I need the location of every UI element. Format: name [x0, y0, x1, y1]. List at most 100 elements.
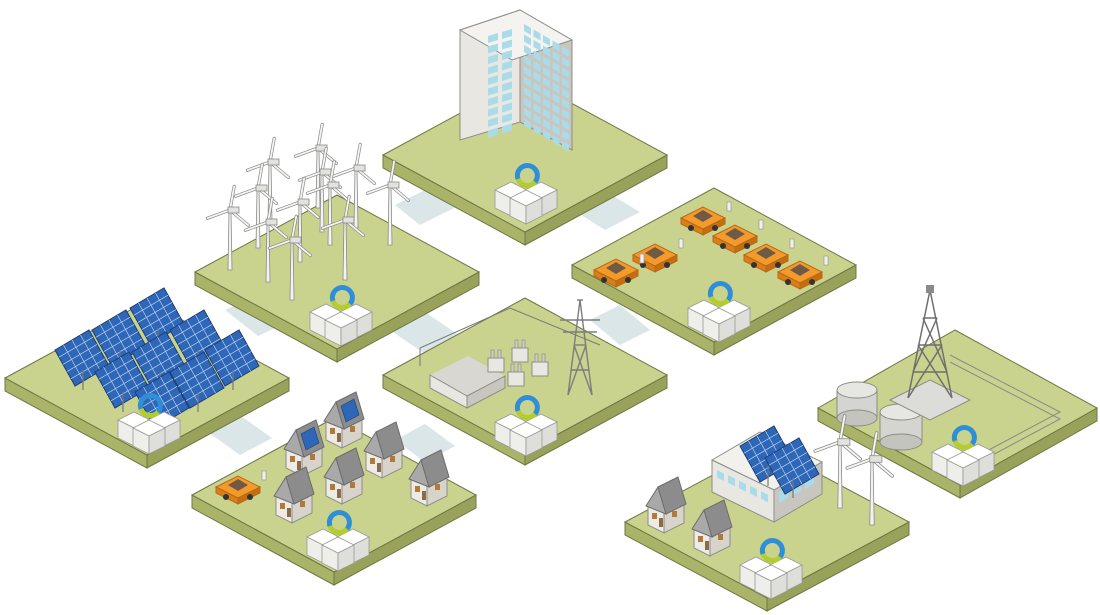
house-icon [645, 476, 687, 534]
window-pane [739, 480, 746, 492]
fence-icon [949, 354, 1062, 460]
solar-panel-icon [94, 351, 150, 412]
tile-commercial-building [381, 77, 669, 246]
window-pane [552, 135, 560, 146]
window-pane [717, 470, 724, 481]
transformer-icon [511, 339, 529, 363]
energy-storage-icon [309, 285, 373, 347]
window-pane [761, 491, 768, 503]
window-pane [533, 124, 541, 135]
wind-turbine-icon [243, 196, 288, 283]
connector-ev-substation [590, 305, 650, 345]
window-pane [524, 55, 531, 67]
window-pane [562, 119, 569, 131]
wind-turbine-icon [813, 414, 862, 509]
window-pane [543, 35, 550, 46]
window-pane [533, 113, 541, 125]
microgrid-house-group [645, 476, 733, 557]
wind-turbine-icon [845, 431, 894, 526]
electric-car-icon [776, 255, 829, 290]
storage-tank-icon [836, 381, 923, 451]
house-group [214, 391, 450, 524]
factory-building-icon [710, 425, 824, 523]
window-pane [502, 50, 512, 60]
window-pane [552, 124, 560, 136]
window-pane [562, 67, 569, 78]
transformer-icon [487, 349, 505, 373]
energy-storage-icon [494, 395, 558, 457]
window-pane [502, 102, 512, 113]
window-pane [552, 93, 560, 104]
tile-wind-farm [193, 194, 481, 363]
window-pane [552, 114, 560, 125]
window-pane [533, 92, 541, 104]
drilling-rig-icon [888, 285, 972, 421]
energy-storage-icon [931, 425, 995, 487]
window-pane [543, 45, 550, 57]
storage-ring-logo-icon [514, 163, 540, 188]
storage-ring-logo-icon [514, 395, 540, 420]
energy-storage-icon [306, 510, 370, 572]
window-pane [533, 29, 541, 41]
window-pane [728, 475, 735, 487]
wind-turbine-icon [205, 184, 250, 271]
window-pane [533, 71, 541, 83]
storage-ring-logo-icon [326, 510, 352, 535]
window-pane [524, 24, 531, 35]
house-icon [323, 391, 365, 449]
electric-car-icon [711, 219, 764, 254]
window-pane [562, 56, 569, 68]
tile-industrial-site [816, 329, 1099, 499]
window-pane [524, 76, 531, 88]
window-pane [488, 43, 498, 54]
window-pane [543, 98, 550, 109]
window-pane [502, 71, 512, 81]
storage-ring-logo-icon [329, 285, 355, 310]
wind-turbine-icon [275, 176, 320, 263]
window-pane [524, 45, 531, 56]
electric-car-icon [631, 238, 684, 273]
window-pane [543, 66, 550, 78]
window-pane [750, 485, 757, 497]
window-pane [543, 77, 550, 88]
window-pane [524, 66, 531, 77]
energy-storage-icon [687, 281, 751, 343]
window-pane [552, 103, 560, 115]
wind-turbine-icon [365, 159, 410, 246]
window-pane [488, 64, 498, 75]
window-pane [533, 40, 541, 51]
solar-panel-group [54, 287, 260, 432]
window-pane [562, 140, 569, 152]
electric-car-icon [679, 201, 732, 236]
window-pane [488, 96, 498, 106]
window-pane [524, 97, 531, 109]
window-pane [524, 34, 531, 46]
window-pane [488, 127, 498, 138]
substation-icon [419, 307, 601, 409]
office-tower-icon [458, 9, 574, 152]
window-pane [502, 29, 512, 39]
house-icon [691, 499, 733, 557]
window-pane [562, 98, 569, 110]
window-pane [562, 77, 569, 89]
window-pane [562, 109, 569, 120]
wind-turbine-icon [267, 214, 312, 301]
window-pane [488, 85, 498, 96]
electric-car-icon [742, 238, 795, 273]
window-pane [488, 75, 498, 85]
window-pane [502, 60, 512, 71]
house-icon [408, 449, 450, 507]
window-pane [524, 108, 531, 119]
storage-ring-logo-icon [137, 393, 163, 418]
window-pane [562, 130, 569, 141]
transformer-icon [507, 363, 525, 387]
window-pane [488, 117, 498, 127]
storage-ring-logo-icon [759, 538, 785, 563]
window-pane [502, 113, 512, 123]
wind-turbine-group [205, 122, 410, 301]
window-pane [552, 82, 560, 94]
window-pane [543, 87, 550, 99]
window-pane [562, 46, 569, 57]
solar-panel-icon [764, 437, 820, 498]
